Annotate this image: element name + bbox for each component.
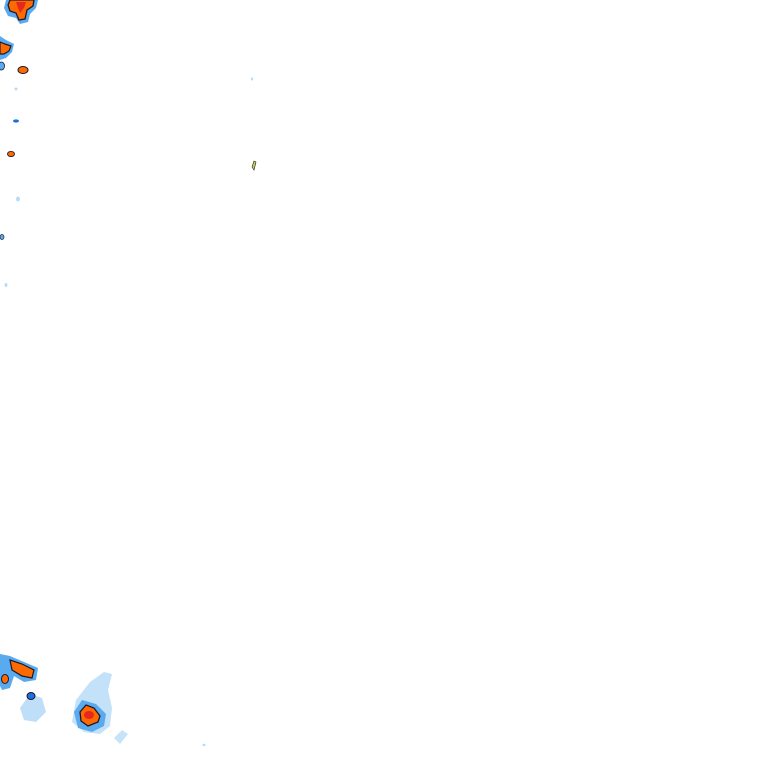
storm-fragment [26,692,36,700]
return-cell [250,77,254,81]
return-cell [13,119,19,123]
return-cell [251,160,257,171]
scattered-returns-left [0,66,29,287]
return-cell [4,283,8,287]
storm-cell-bottom-main-peak [84,711,94,719]
storm-cell-top-left-peak [16,2,26,13]
return-cell [7,150,15,158]
storm-cell-left-edge [0,36,14,71]
storm-cell-top-left [4,0,38,24]
return-cell [17,66,29,74]
storm-fragment [1,674,9,684]
storm-cell-left-edge-core [0,41,12,55]
return-cell [0,234,5,240]
return-cell [16,196,20,202]
scattered-returns-upper-middle [250,77,257,171]
light-precip-band [20,694,46,722]
return-cell [202,743,206,747]
storm-fragment-left-edge [0,61,5,71]
return-cell [14,87,18,91]
storm-cluster-bottom-left [0,654,206,747]
storm-cell-bottom-left-core [9,659,35,679]
light-precip-trail [114,730,128,744]
